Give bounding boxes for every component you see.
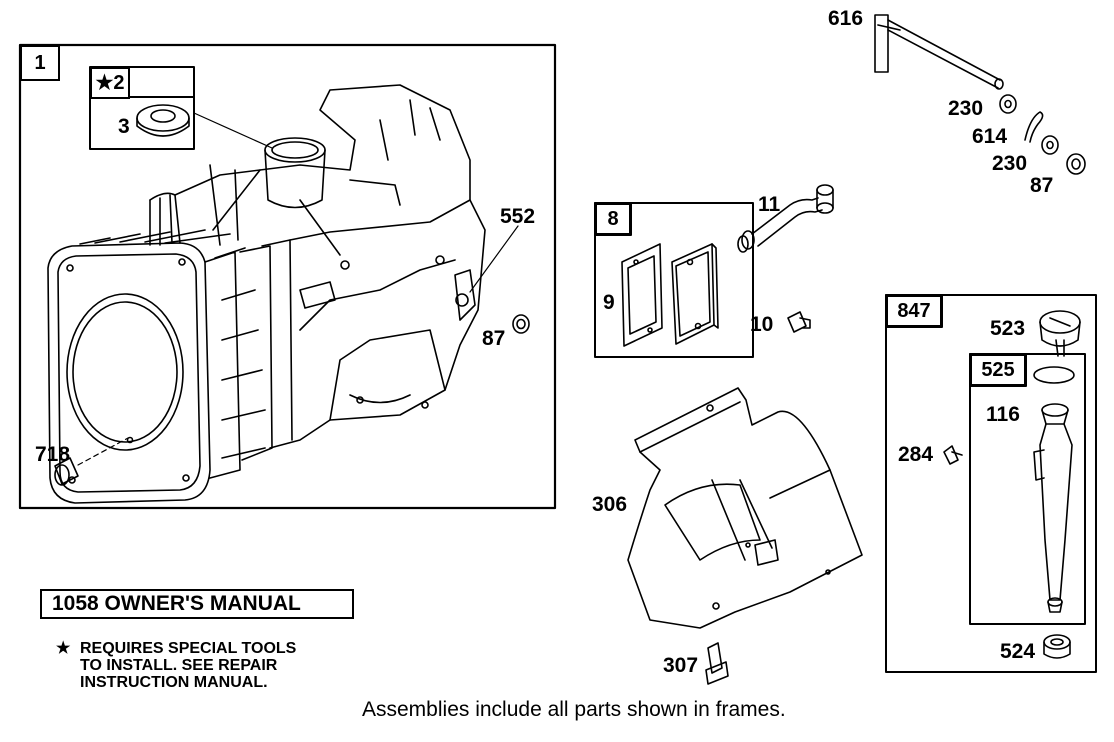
part-label-552: 552	[500, 205, 536, 228]
engine-block-drawing	[47, 84, 486, 504]
frame-label-2: ★2	[90, 67, 130, 99]
note-line-1: REQUIRES SPECIAL TOOLS	[80, 640, 297, 657]
star-icon: ★	[56, 640, 71, 657]
part-label-10: 10	[750, 313, 774, 336]
part-label-116: 116	[986, 403, 1020, 426]
breather-screw-drawing	[787, 311, 811, 333]
part-label-524: 524	[1000, 640, 1036, 663]
owners-manual-box: 1058 OWNER'S MANUAL	[40, 589, 354, 619]
frame-label-8: 8	[595, 203, 631, 235]
grommet-drawing	[1043, 634, 1071, 659]
frame-label-1: 1	[20, 45, 60, 81]
part-label-616: 616	[828, 7, 864, 30]
owners-manual-text: 1058 OWNER'S MANUAL	[52, 592, 301, 615]
o-ring-drawing	[1033, 366, 1075, 384]
part-label-9: 9	[603, 291, 615, 314]
seal-kit-frame	[89, 66, 195, 150]
part-label-87-seal: 87	[1030, 174, 1054, 197]
governor-shaft-drawing	[874, 14, 1004, 90]
star-icon: ★	[95, 72, 114, 94]
dipstick-assembly-frame	[885, 294, 1097, 673]
note-line-2: TO INSTALL. SEE REPAIR	[80, 657, 278, 674]
tube-screw-drawing	[943, 445, 963, 465]
assemblies-footnote: Assemblies include all parts shown in fr…	[362, 698, 786, 721]
part-label-284: 284	[898, 443, 934, 466]
dipstick-tube-frame	[969, 353, 1086, 625]
frame-label-847: 847	[886, 295, 942, 327]
part-label-87-engine: 87	[482, 327, 506, 350]
breather-gasket-drawing	[621, 243, 663, 347]
frame-label-525: 525	[970, 354, 1026, 386]
seal-drawing	[136, 104, 190, 137]
part-label-307: 307	[663, 654, 699, 677]
dowel-pin-drawing	[54, 437, 129, 486]
part-label-230-a: 230	[948, 97, 984, 120]
engine-block-frame	[18, 43, 557, 510]
part-label-11: 11	[758, 193, 781, 216]
dipstick-cap-drawing	[1039, 310, 1081, 357]
breather-tube-drawing	[737, 184, 834, 253]
part-label-718: 718	[35, 443, 71, 466]
frame-number-2: 2	[113, 72, 125, 94]
part-label-523: 523	[990, 317, 1026, 340]
part-label-3: 3	[118, 115, 130, 138]
part-label-306: 306	[592, 493, 628, 516]
breather-cover-drawing	[671, 243, 719, 345]
dipstick-tube-drawing	[1033, 403, 1073, 613]
note-line-3: INSTRUCTION MANUAL.	[80, 674, 268, 691]
air-deflector-drawing	[627, 387, 863, 629]
governor-hardware-drawing	[999, 94, 1086, 175]
breather-frame	[594, 202, 754, 358]
part-label-230-b: 230	[992, 152, 1028, 175]
engine-washer-drawing	[512, 314, 530, 334]
part-label-614: 614	[972, 125, 1008, 148]
deflector-screw-drawing	[705, 642, 729, 685]
